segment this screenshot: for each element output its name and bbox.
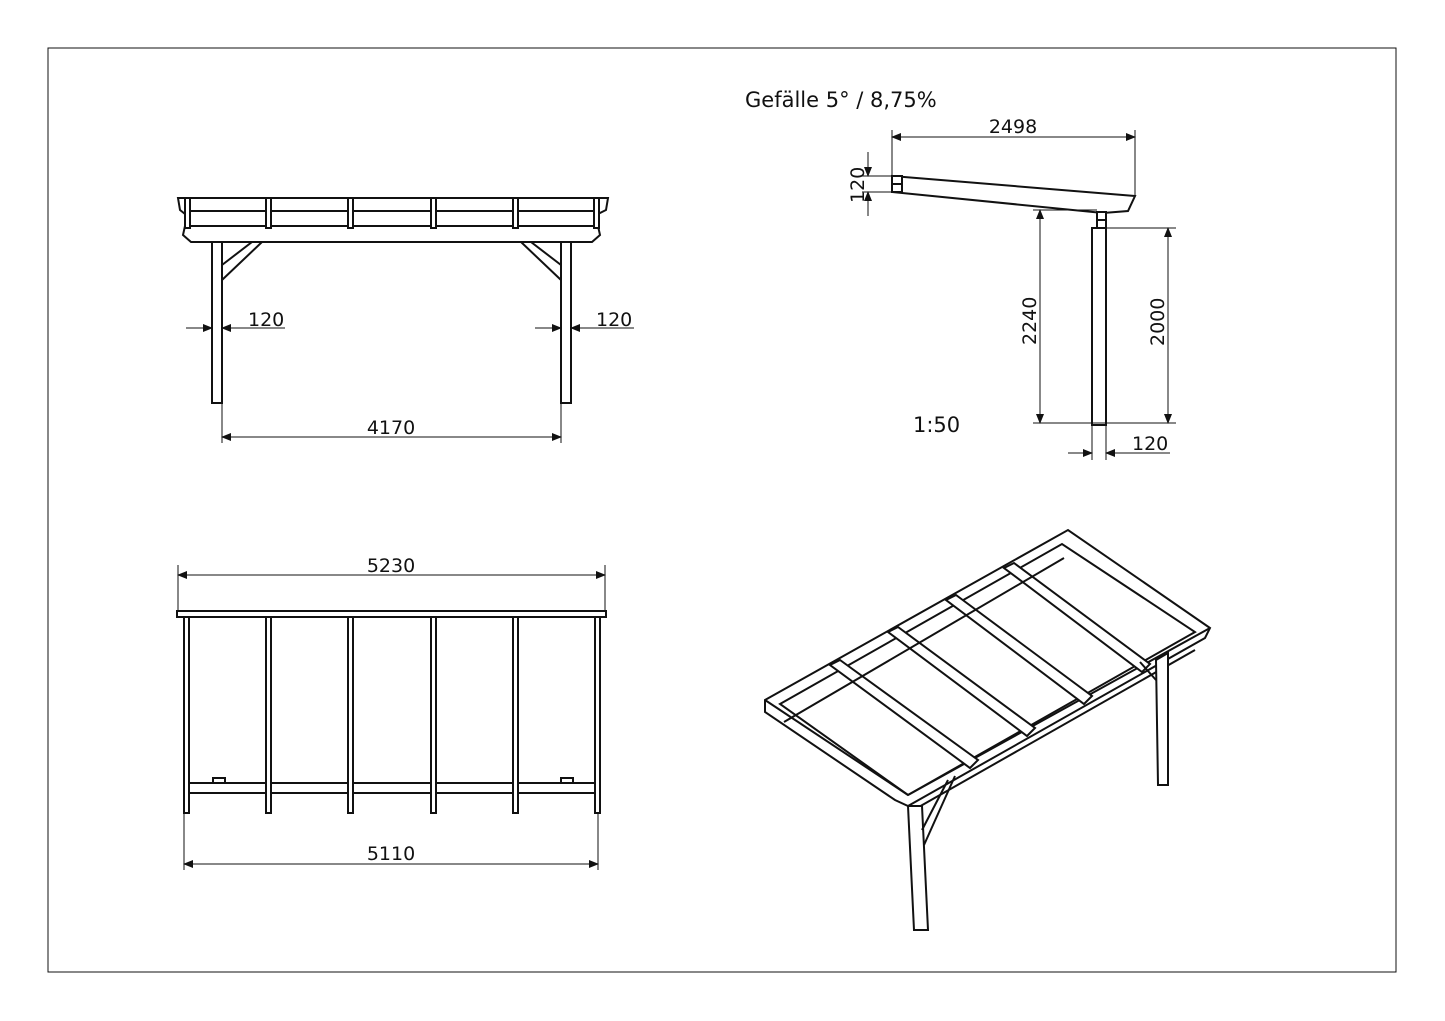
- rafters: [183, 616, 601, 814]
- rafter-ends: [184, 197, 600, 229]
- isometric-view: [764, 528, 1212, 931]
- left-brace: [221, 241, 265, 281]
- dim-depth: 2498: [989, 116, 1037, 138]
- drawing-frame: [47, 47, 1397, 973]
- dim-post-span: 5110: [367, 843, 415, 865]
- scale-label: 1:50: [913, 413, 960, 437]
- dim-right-post: 120: [596, 309, 632, 331]
- top-view: 5230 5110: [176, 555, 607, 870]
- post: [1091, 227, 1107, 426]
- beam: [176, 610, 607, 618]
- right-post: [560, 241, 572, 404]
- dim-height-low: 2000: [1147, 298, 1169, 346]
- rafter: [891, 174, 1137, 215]
- slope-label: Gefälle 5° / 8,75%: [745, 88, 937, 112]
- dim-post: 120: [1132, 433, 1168, 455]
- right-brace: [518, 241, 562, 281]
- front-view: 120 120 4170: [176, 197, 634, 443]
- side-view: Gefälle 5° / 8,75% 2498 120 2240 2000 12…: [745, 88, 1176, 460]
- dim-left-post: 120: [248, 309, 284, 331]
- dim-total-width: 5230: [367, 555, 415, 577]
- dim-rafter-height: 120: [847, 167, 869, 203]
- dim-span: 4170: [367, 417, 415, 439]
- left-post: [211, 241, 223, 404]
- dim-height-high: 2240: [1019, 297, 1041, 345]
- rafters-iso: [828, 561, 1152, 770]
